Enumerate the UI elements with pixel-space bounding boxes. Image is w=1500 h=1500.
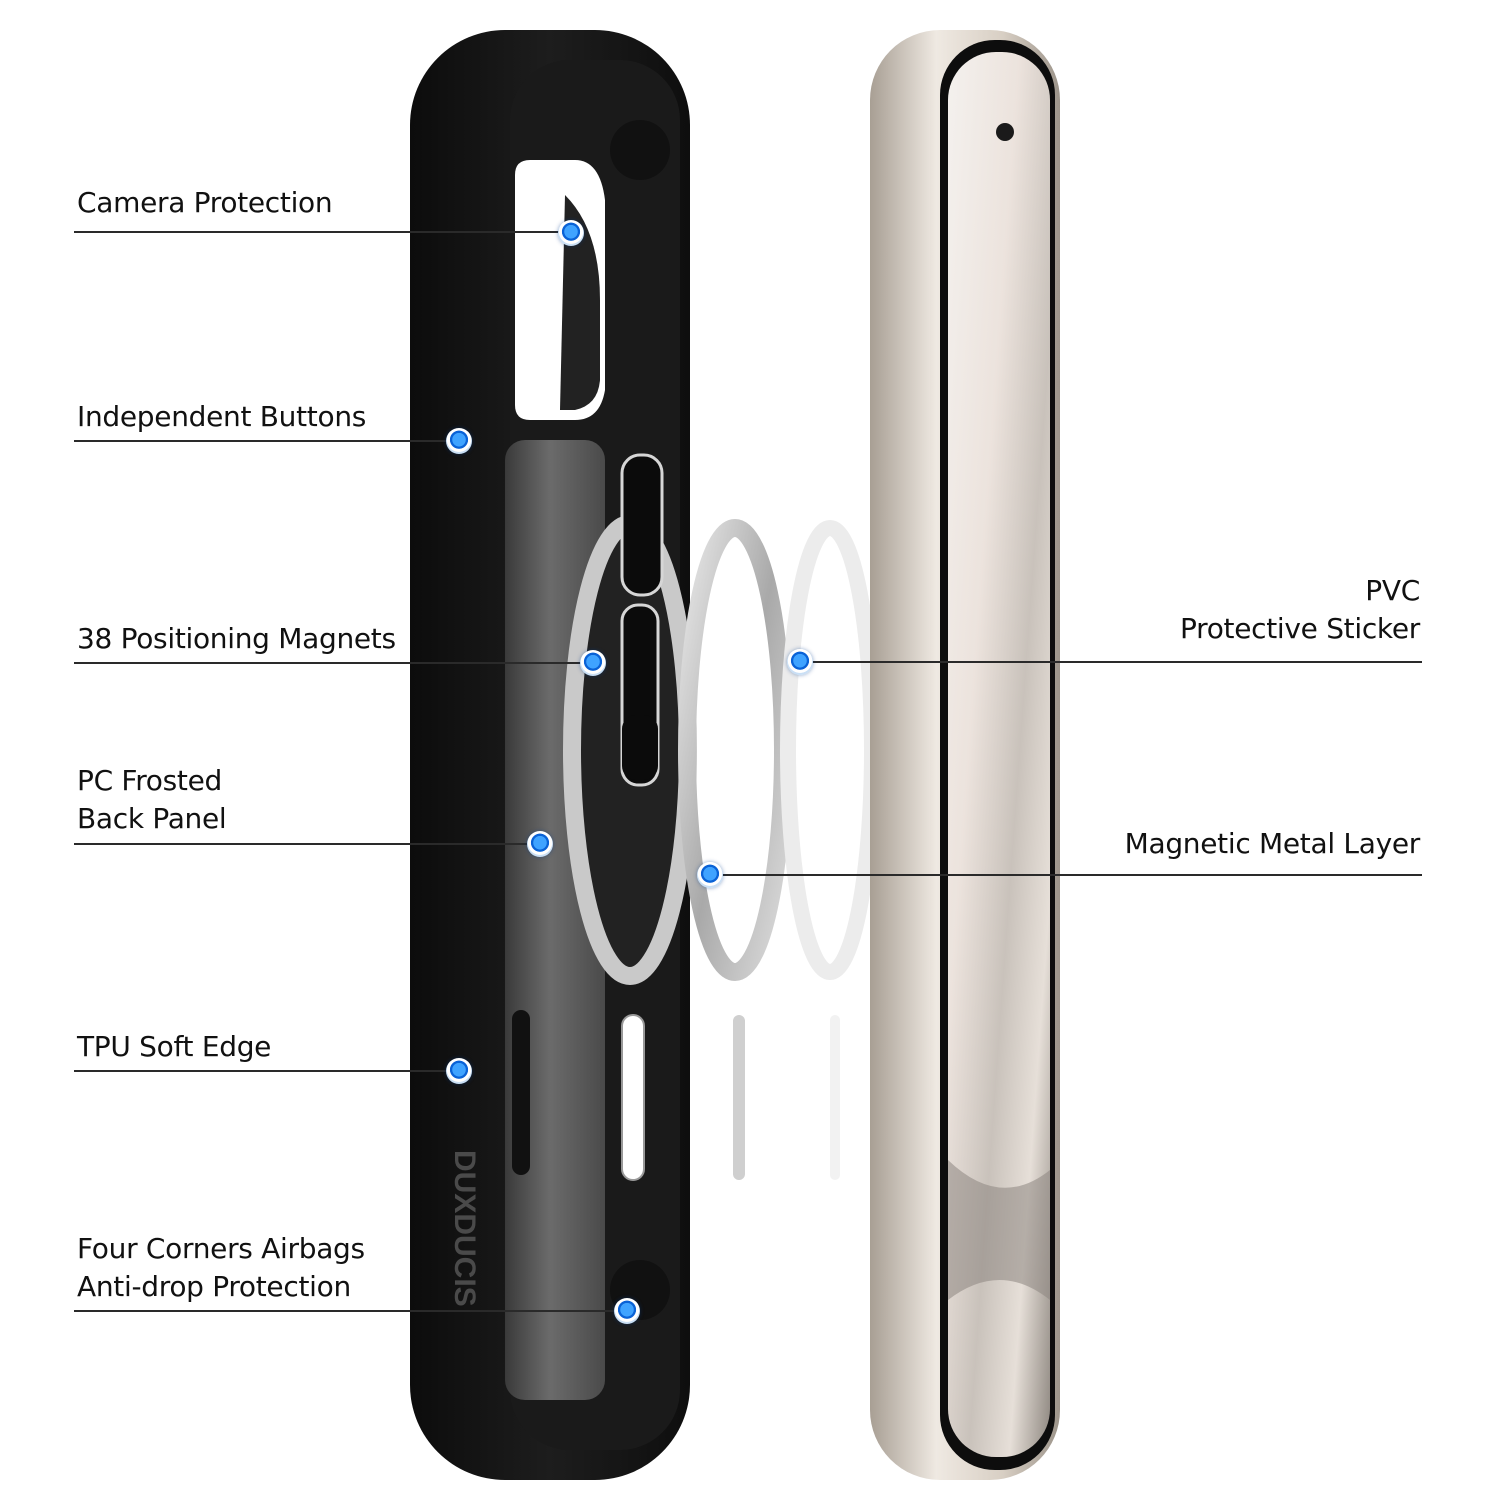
callout-pc-back-panel: PC Frosted Back Panel [77,764,227,835]
front-camera-icon [996,123,1014,141]
phone-screen [948,52,1050,1457]
leader-pc-back-panel [74,843,540,845]
marker-four-corners [614,1298,640,1324]
magnetic-metal-ring [678,519,792,1180]
callout-four-corners: Four Corners Airbags Anti-drop Protectio… [77,1232,365,1303]
brand-logo: DUXDUCIS [448,1150,481,1307]
marker-pc-back-panel [527,831,553,857]
leader-pvc-sticker [800,661,1422,663]
callout-tpu-soft-edge: TPU Soft Edge [77,1030,272,1063]
leader-independent-buttons [74,440,459,442]
leader-metal-layer [710,874,1422,876]
leader-positioning-magnets [74,662,593,664]
callout-positioning-magnets: 38 Positioning Magnets [77,622,396,655]
phone [870,30,1060,1480]
pvc-sticker-ring [780,520,880,1180]
marker-positioning-magnets [580,650,606,676]
callout-independent-buttons: Independent Buttons [77,400,367,433]
callout-camera-protection: Camera Protection [77,186,333,219]
marker-camera-protection [558,220,584,246]
marker-independent-buttons [446,428,472,454]
marker-metal-layer [697,862,723,888]
marker-tpu-soft-edge [446,1058,472,1084]
leader-tpu-soft-edge [74,1070,459,1072]
phone-case: DUXDUCIS [410,30,697,1480]
leader-camera-protection [74,231,571,233]
marker-pvc-sticker [787,649,813,675]
callout-metal-layer: Magnetic Metal Layer [1124,827,1421,860]
callout-pvc-sticker: PVC Protective Sticker [1180,574,1420,645]
leader-four-corners [74,1310,627,1312]
